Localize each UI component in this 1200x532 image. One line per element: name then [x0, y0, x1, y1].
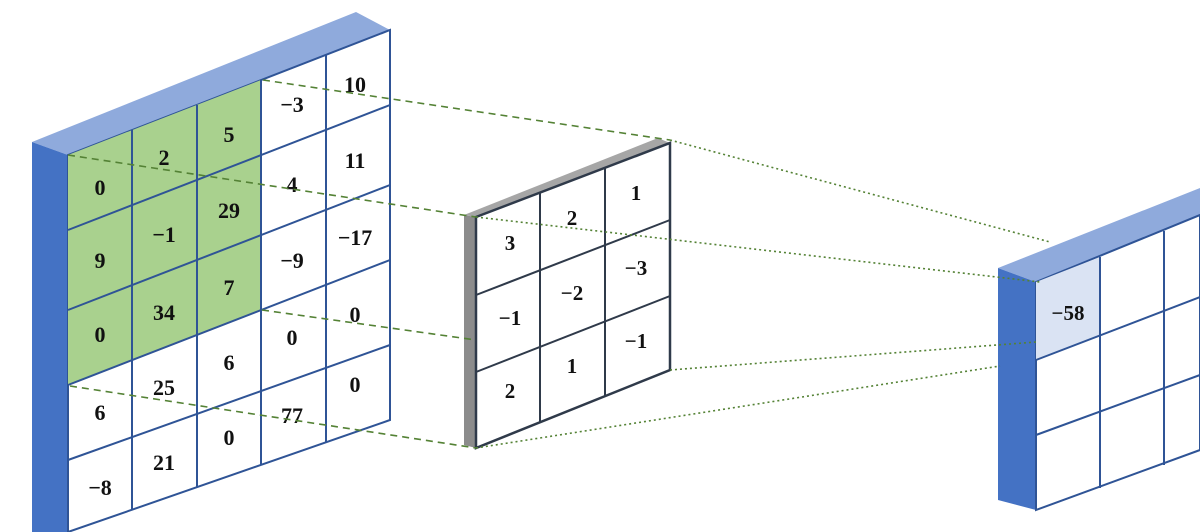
input-highlight-region [68, 80, 261, 385]
input-to-kernel-line-top [262, 79, 671, 141]
output-matrix: −58 [998, 188, 1200, 512]
kernel-cell-r1-c1: −2 [561, 281, 583, 305]
input-top-face [32, 12, 390, 155]
output-top-face [998, 188, 1200, 282]
kernel-cell-r0-c0: 3 [505, 231, 516, 255]
input-cell-r4-c0: 6 [95, 400, 106, 425]
input-cell-r5-c0: −8 [88, 475, 112, 500]
input-cell-r3-c2: 7 [224, 275, 235, 300]
kernel-cell-r2-c2: −1 [625, 329, 647, 353]
input-cell-r4-c4: 0 [350, 372, 361, 397]
input-cell-r0-c2: 5 [224, 122, 235, 147]
input-cell-r2-c3: −9 [280, 248, 304, 273]
kernel-cell-r1-c2: −3 [625, 256, 647, 280]
kernel-matrix: 3 2 1 −1 −2 −3 2 1 −1 [464, 138, 672, 450]
input-cell-r5-c2: 0 [224, 425, 235, 450]
input-cell-r4-c2: 6 [224, 350, 235, 375]
kernel-top-face [464, 138, 670, 217]
kernel-cell-r0-c1: 2 [567, 206, 578, 230]
kernel-cell-r1-c0: −1 [499, 306, 521, 330]
input-cell-r2-c1: −1 [152, 222, 176, 247]
input-cell-r1-c4: 11 [345, 148, 366, 173]
input-cell-r0-c4: 10 [344, 72, 366, 97]
kernel-cell-r0-c2: 1 [631, 181, 642, 205]
input-cell-r1-c3: 4 [287, 172, 298, 197]
kernel-cell-r2-c0: 2 [505, 379, 516, 403]
input-cell-r0-c0: 0 [95, 175, 106, 200]
input-side-face [32, 142, 68, 532]
kernel-to-output-line-4 [475, 365, 1001, 449]
kernel-to-output-line-3 [669, 341, 1037, 371]
input-cell-r2-c0: 9 [95, 248, 106, 273]
kernel-side-face [464, 215, 476, 448]
output-highlight-cell [1036, 257, 1100, 360]
projection-lines [67, 79, 1051, 449]
input-grid-h1 [67, 104, 391, 231]
kernel-grid-h2 [475, 295, 671, 373]
output-grid-h2 [1035, 374, 1200, 436]
input-grid-h3 [67, 259, 391, 386]
kernel-grid-h1 [475, 219, 671, 296]
input-cell-r2-c4: −17 [338, 225, 373, 250]
kernel-cell-r2-c1: 1 [567, 354, 578, 378]
input-cell-r4-c1: 25 [153, 375, 175, 400]
input-grid-h4 [67, 344, 391, 461]
input-to-kernel-line-left [67, 154, 477, 218]
input-grid-h2 [67, 184, 391, 311]
input-cell-r5-c3: 77 [281, 403, 303, 428]
input-cell-r3-c4: 0 [350, 302, 361, 327]
output-side-face [998, 268, 1036, 510]
kernel-to-output-line-1 [669, 139, 1051, 243]
output-value: −58 [1052, 301, 1085, 325]
input-cell-r0-c1: 2 [159, 145, 170, 170]
output-grid-h1 [1035, 296, 1200, 361]
input-to-kernel-line-bottom [69, 385, 477, 449]
input-cell-r3-c0: 0 [95, 322, 106, 347]
input-to-kernel-line-right [261, 309, 477, 341]
input-cell-r1-c2: 29 [218, 198, 240, 223]
input-cell-r0-c3: −3 [280, 92, 304, 117]
input-cell-r3-c1: 34 [153, 300, 175, 325]
input-cell-r5-c1: 21 [153, 450, 175, 475]
input-cell-r3-c3: 0 [287, 325, 298, 350]
